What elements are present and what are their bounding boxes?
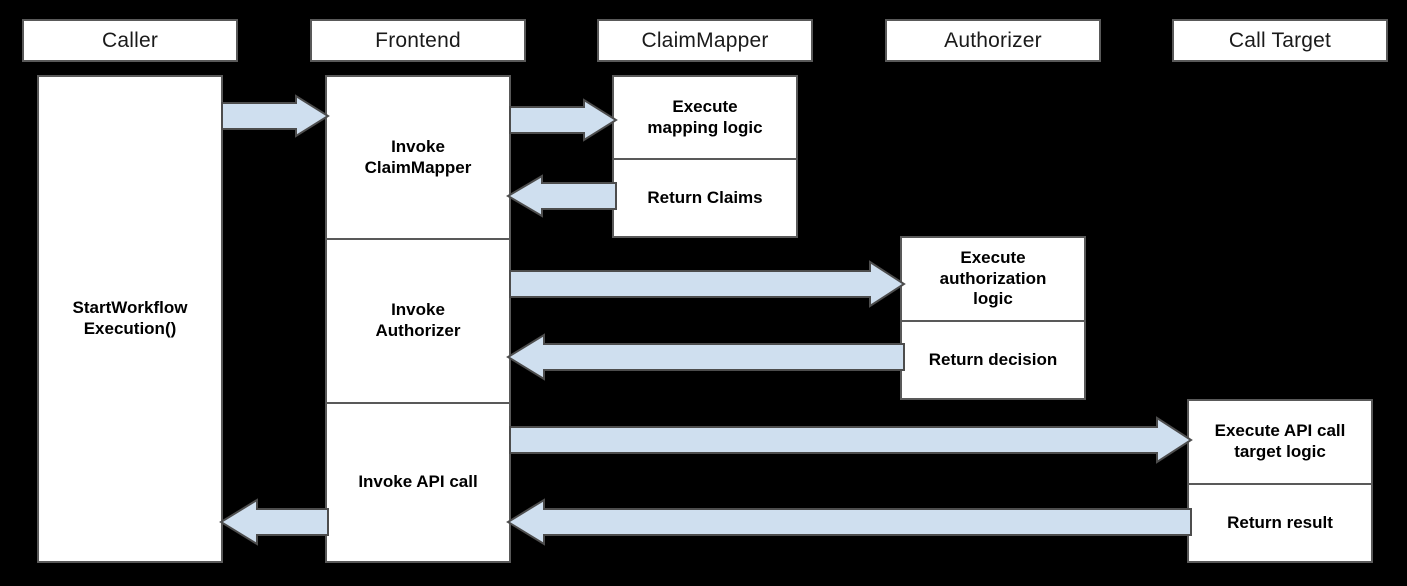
activation-authorizer-cell-0: Execute authorization logic: [939, 247, 1047, 309]
activation-frontend[interactable]: Invoke ClaimMapper Invoke Authorizer Inv…: [325, 75, 511, 563]
activation-calltarget-cell-0: Execute API call target logic: [1214, 421, 1346, 461]
activation-authorizer-cell-1: Return decision: [902, 320, 1084, 398]
activation-caller-cell-0: StartWorkflow Execution(): [72, 298, 188, 338]
message-arrow-frontend-to-calltarget[interactable]: [509, 416, 1193, 464]
lane-header-frontend-label: Frontend: [375, 28, 461, 52]
lane-header-claimmapper-label: ClaimMapper: [641, 28, 769, 52]
lane-header-claimmapper[interactable]: ClaimMapper: [597, 19, 813, 62]
message-arrow-authorizer-to-frontend[interactable]: [506, 333, 905, 381]
message-arrow-frontend-to-claimmapper[interactable]: [509, 98, 618, 142]
activation-claimmapper-cell-0: Execute mapping logic: [647, 96, 763, 137]
lane-header-calltarget[interactable]: Call Target: [1172, 19, 1388, 62]
message-arrow-claimmapper-to-frontend[interactable]: [506, 174, 617, 218]
activation-frontend-cell-2: Invoke API call: [327, 402, 509, 561]
activation-caller[interactable]: StartWorkflow Execution(): [37, 75, 223, 563]
lane-header-calltarget-label: Call Target: [1228, 28, 1332, 52]
activation-frontend-cell-0: Invoke ClaimMapper: [364, 136, 472, 177]
activation-claimmapper[interactable]: Execute mapping logic Return Claims: [612, 75, 798, 238]
lane-header-frontend[interactable]: Frontend: [310, 19, 526, 62]
message-arrow-caller-to-frontend[interactable]: [221, 94, 330, 138]
activation-claimmapper-cell-1: Return Claims: [614, 158, 796, 236]
activation-frontend-cell-1: Invoke Authorizer: [327, 238, 509, 402]
lane-header-authorizer-label: Authorizer: [944, 28, 1042, 52]
activation-authorizer[interactable]: Execute authorization logic Return decis…: [900, 236, 1086, 400]
message-arrow-frontend-to-caller[interactable]: [219, 498, 329, 546]
lane-header-caller-label: Caller: [101, 28, 159, 52]
lane-header-caller[interactable]: Caller: [22, 19, 238, 62]
activation-calltarget[interactable]: Execute API call target logic Return res…: [1187, 399, 1373, 563]
lane-header-authorizer[interactable]: Authorizer: [885, 19, 1101, 62]
message-arrow-calltarget-to-frontend[interactable]: [506, 498, 1192, 546]
activation-calltarget-cell-1: Return result: [1189, 483, 1371, 561]
message-arrow-frontend-to-authorizer[interactable]: [509, 260, 906, 308]
